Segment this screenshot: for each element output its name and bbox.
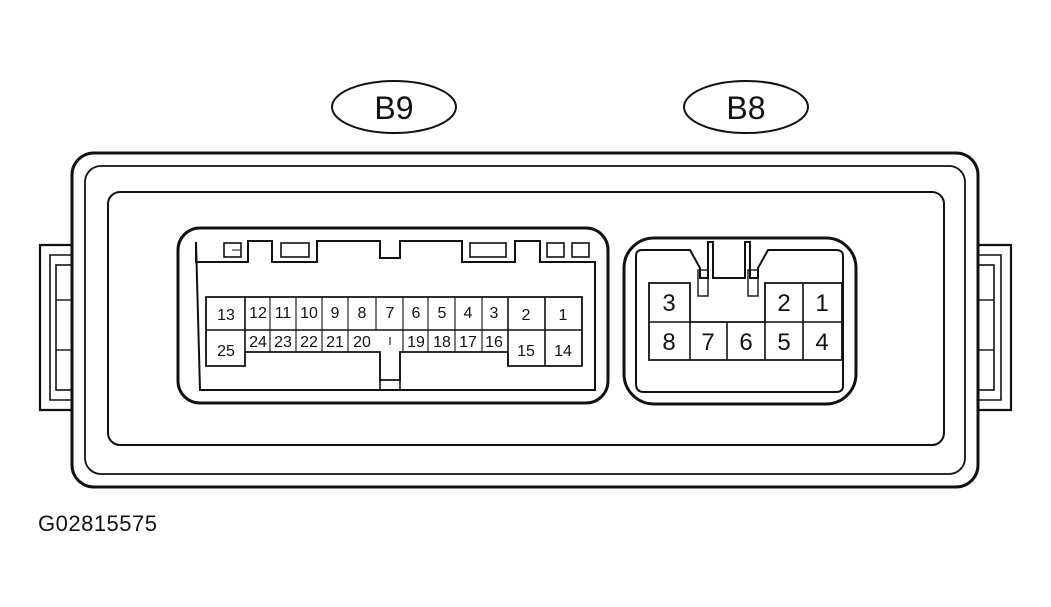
b9-pin: 21 bbox=[326, 334, 344, 351]
b9-pin: 24 bbox=[249, 334, 267, 351]
b8-pin: 4 bbox=[815, 329, 828, 356]
b9-connector bbox=[176, 226, 610, 405]
b9-pin: 19 bbox=[407, 334, 425, 351]
b9-pin: 20 bbox=[353, 334, 371, 351]
b8-label: B8 bbox=[726, 90, 765, 126]
b8-pin: 7 bbox=[701, 329, 714, 356]
b8-label-badge: B8 bbox=[683, 80, 809, 134]
b9-pin: 13 bbox=[217, 307, 235, 324]
b9-pin: 17 bbox=[459, 334, 477, 351]
figure-id: G02815575 bbox=[38, 511, 158, 536]
b9-pin: 7 bbox=[386, 305, 395, 322]
b9-label: B9 bbox=[374, 90, 413, 126]
b9-pin: 3 bbox=[490, 305, 499, 322]
b9-pin: 6 bbox=[412, 305, 421, 322]
b8-pin: 5 bbox=[777, 329, 790, 356]
b9-pin: 9 bbox=[331, 305, 340, 322]
connector-housing bbox=[38, 151, 1013, 489]
b9-pin: 15 bbox=[517, 343, 535, 360]
b8-pin: 6 bbox=[739, 329, 752, 356]
b8-pin: 1 bbox=[815, 290, 828, 317]
b8-pin-labels: 3 2 1 8 7 6 5 4 bbox=[662, 290, 828, 356]
b9-pin: 8 bbox=[358, 305, 367, 322]
b9-pin: 25 bbox=[217, 343, 235, 360]
b8-pin: 3 bbox=[662, 290, 675, 317]
b9-pin: 22 bbox=[300, 334, 318, 351]
b9-pin: 12 bbox=[249, 305, 267, 322]
b9-pin: 5 bbox=[438, 305, 447, 322]
b9-pin: 18 bbox=[433, 334, 451, 351]
b9-pin: 14 bbox=[554, 343, 572, 360]
b9-label-badge: B9 bbox=[331, 80, 457, 134]
b8-pin: 2 bbox=[777, 290, 790, 317]
b8-pin: 8 bbox=[662, 329, 675, 356]
b9-pin: 4 bbox=[464, 305, 473, 322]
b8-connector bbox=[622, 236, 858, 406]
b9-pin: 23 bbox=[274, 334, 292, 351]
b9-pin: 16 bbox=[485, 334, 503, 351]
b9-pin: 10 bbox=[300, 305, 318, 322]
b9-pin: 11 bbox=[275, 305, 292, 322]
b9-pin-labels: 13 12 11 10 9 8 7 6 5 4 3 2 1 25 24 23 2… bbox=[217, 305, 572, 360]
b9-pin: 2 bbox=[522, 307, 531, 324]
b9-pin: 1 bbox=[559, 307, 568, 324]
